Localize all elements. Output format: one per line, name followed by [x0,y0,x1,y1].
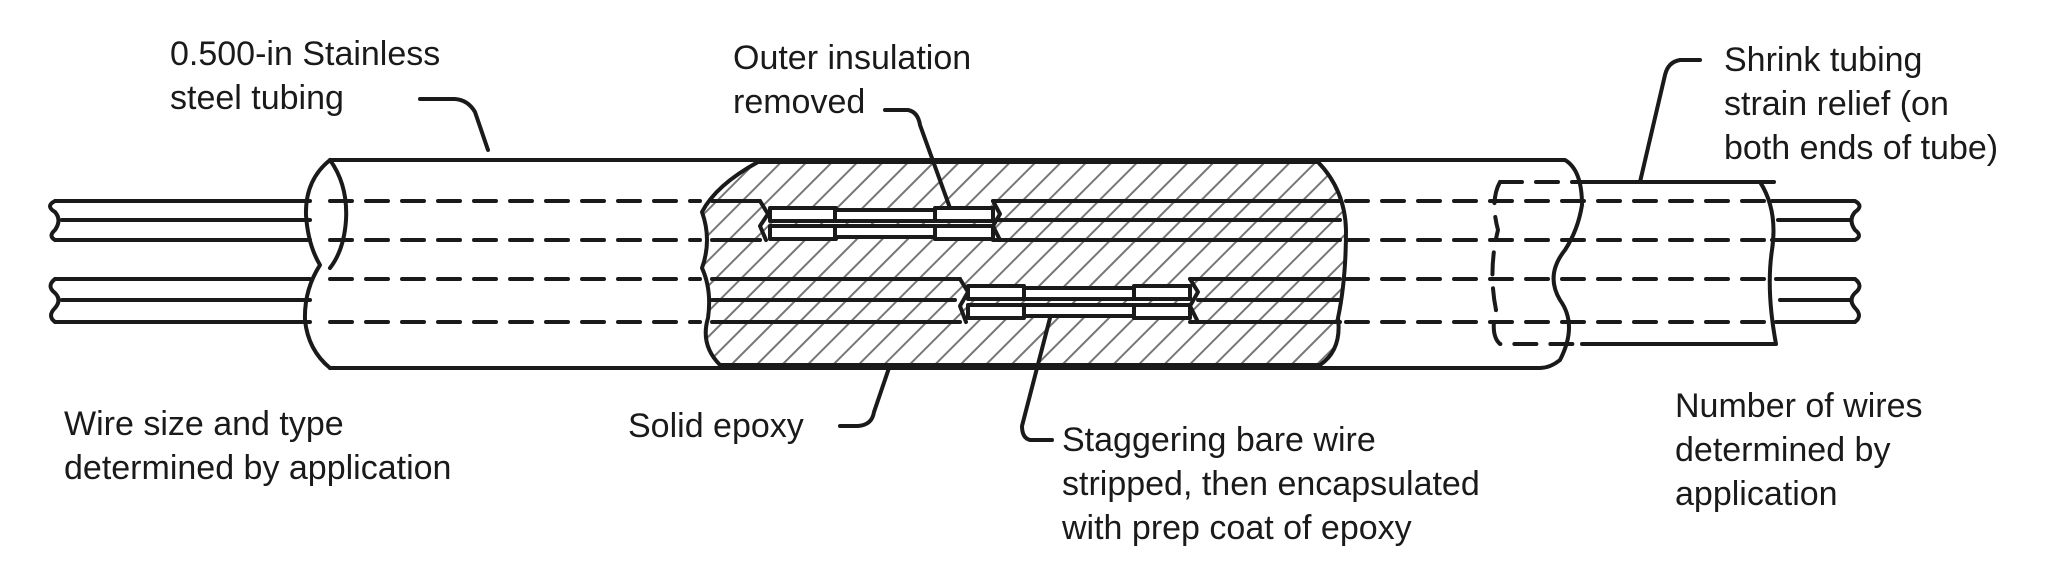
label-num-wires-line-3: application [1675,475,1838,513]
label-insulation-line-1: Outer insulation [733,39,972,77]
leader-shrink [1638,58,1702,184]
label-wire-size: Wire size and type determined by applica… [64,402,451,490]
label-tubing-line-1: 0.500-in Stainless [170,35,441,73]
label-insulation: Outer insulation removed [733,36,971,124]
hidden-wire-lines [328,180,1782,346]
leader-epoxy [838,363,892,428]
label-shrink-tubing: Shrink tubing strain relief (on both end… [1724,38,1998,170]
label-solid-epoxy: Solid epoxy [628,404,804,448]
tube-left-end [302,158,349,370]
shrink-tubing [1580,180,1778,346]
label-tubing: 0.500-in Stainless steel tubing [170,32,440,120]
leader-stagger [1020,316,1054,442]
label-stagger-line-3: with prep coat of epoxy [1062,509,1412,547]
wire-2-right [1774,277,1862,324]
label-wire-size-line-1: Wire size and type [64,405,344,443]
wire-2-left-insulation [48,277,312,324]
label-insulation-line-2: removed [733,83,866,121]
label-stagger-line-2: stripped, then encapsulated [1062,465,1480,503]
label-shrink-line-2: strain relief (on [1724,85,1949,123]
encapsulated-wires [710,199,1342,324]
label-stagger-line-1: Staggering bare wire [1062,421,1376,459]
label-tubing-line-2: steel tubing [170,79,344,117]
leader-tubing [418,97,490,152]
wire-1-left-insulation [48,199,312,242]
label-epoxy-line-1: Solid epoxy [628,407,804,445]
label-number-of-wires: Number of wires determined by applicatio… [1675,384,1923,516]
label-staggering: Staggering bare wire stripped, then enca… [1062,418,1480,550]
label-num-wires-line-1: Number of wires [1675,387,1923,425]
stainless-tube-outline [328,158,1584,370]
wire-1-right [1770,199,1862,242]
label-wire-size-line-2: determined by application [64,449,452,487]
label-num-wires-line-2: determined by [1675,431,1891,469]
label-shrink-line-1: Shrink tubing [1724,41,1923,79]
leader-insulation [883,108,952,210]
label-shrink-line-3: both ends of tube) [1724,129,1999,167]
solid-epoxy-region [700,160,1348,367]
